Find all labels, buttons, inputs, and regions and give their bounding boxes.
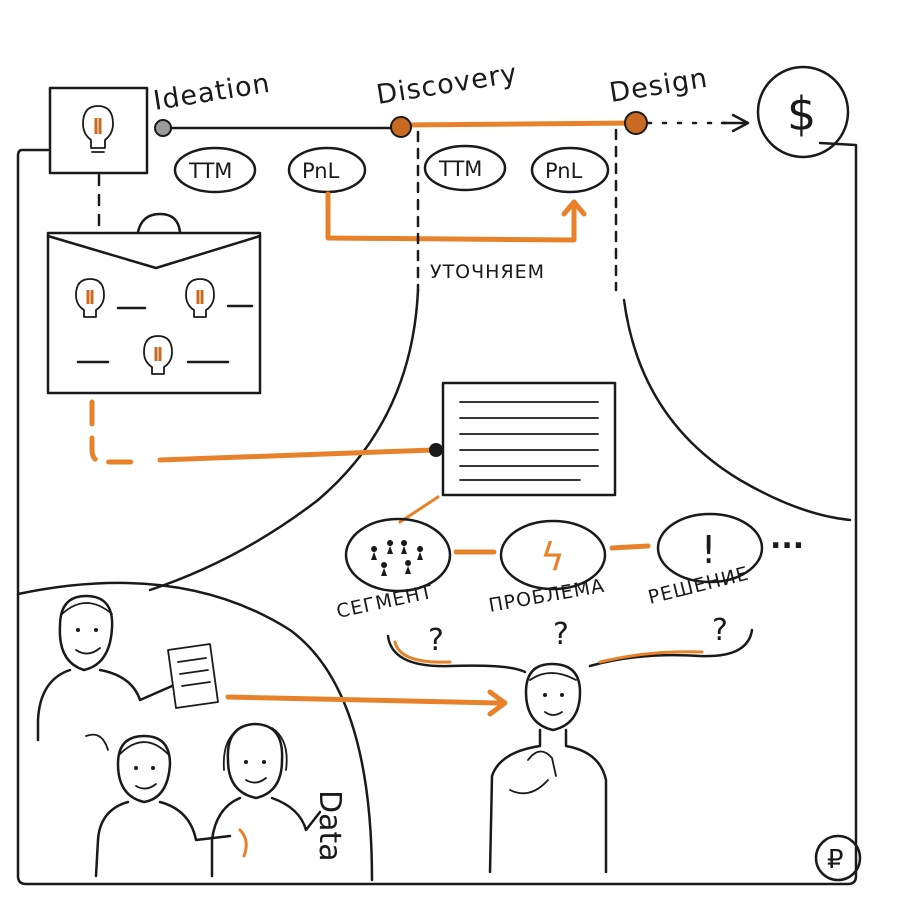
ideas-to-document-line (157, 447, 437, 463)
timeline-discovery-design (399, 120, 637, 128)
ideas-to-document-connector (89, 399, 135, 465)
ruble-icon: ₽ (827, 845, 844, 875)
segment-question: ? (428, 623, 444, 658)
problem-label: ПРОБЛЕМА (487, 575, 606, 617)
person-icon (36, 594, 174, 751)
ideation-label: Ideation (151, 68, 272, 117)
envelope-fold (46, 234, 262, 270)
ideation-node (154, 119, 172, 137)
data-label: Data (312, 790, 347, 862)
person-icon (210, 722, 322, 878)
ttm-pill-2 (423, 144, 507, 192)
solution-question: ? (712, 613, 728, 648)
pnl-pill-2 (530, 146, 610, 194)
document-icon (167, 643, 219, 709)
document-to-segment-connector (398, 495, 440, 524)
ttm-pill-1 (173, 146, 257, 194)
problem-question: ? (553, 617, 569, 652)
chess-pawn-icon (371, 540, 424, 576)
refine-arrowhead (561, 199, 587, 217)
refine-label: УТОЧНЯЕМ (430, 261, 545, 283)
dollar-circle (756, 65, 850, 159)
ttm-pill-1-text: TTM (188, 159, 232, 183)
document-icon (441, 381, 617, 497)
lightbulb-icon (75, 278, 105, 318)
refine-arrow (325, 191, 577, 243)
lightbulb-icon (143, 335, 173, 375)
exclamation-icon: ! (701, 528, 716, 572)
discovery-label: Discovery (374, 58, 520, 111)
lightbulb-icon (82, 105, 114, 153)
outer-frame (16, 141, 858, 886)
problem-solution-connector (609, 543, 651, 551)
problem-ellipse (499, 519, 607, 591)
ruble-circle (814, 834, 862, 882)
person-icon (488, 662, 608, 874)
idea-box (48, 86, 149, 175)
ttm-pill-2-text: TTM (438, 157, 482, 181)
person-icon (94, 734, 232, 878)
ideas-envelope (46, 231, 262, 395)
more-ellipsis: ... (770, 521, 804, 556)
brace-right (588, 628, 754, 668)
design-node (624, 111, 648, 135)
brace-right-accent (598, 650, 704, 664)
dollar-icon: $ (787, 87, 816, 141)
data-circle (16, 581, 374, 882)
pnl-pill-2-text: PnL (545, 159, 583, 183)
brace-left (386, 634, 527, 674)
envelope-flap (136, 212, 182, 234)
segment-ellipse (344, 517, 452, 593)
discovery-node (390, 116, 412, 138)
solution-ellipse (656, 512, 764, 584)
pnl-pill-1-text: PnL (302, 159, 340, 183)
document-node (429, 443, 443, 457)
brace-left-accent (393, 640, 452, 664)
data-to-person-arrowhead (487, 689, 508, 717)
lightbulb-icon (185, 278, 215, 318)
funnel-left-curve (148, 288, 420, 592)
arrow-to-dollar-icon (731, 113, 750, 133)
segment-label: СЕГМЕНТ (334, 581, 435, 623)
data-to-person-arrow (225, 694, 501, 706)
design-label: Design (607, 63, 710, 109)
funnel-right-curve (622, 298, 852, 522)
solution-label: РЕШЕНИЕ (646, 563, 752, 609)
lightning-icon: ϟ (540, 535, 565, 579)
